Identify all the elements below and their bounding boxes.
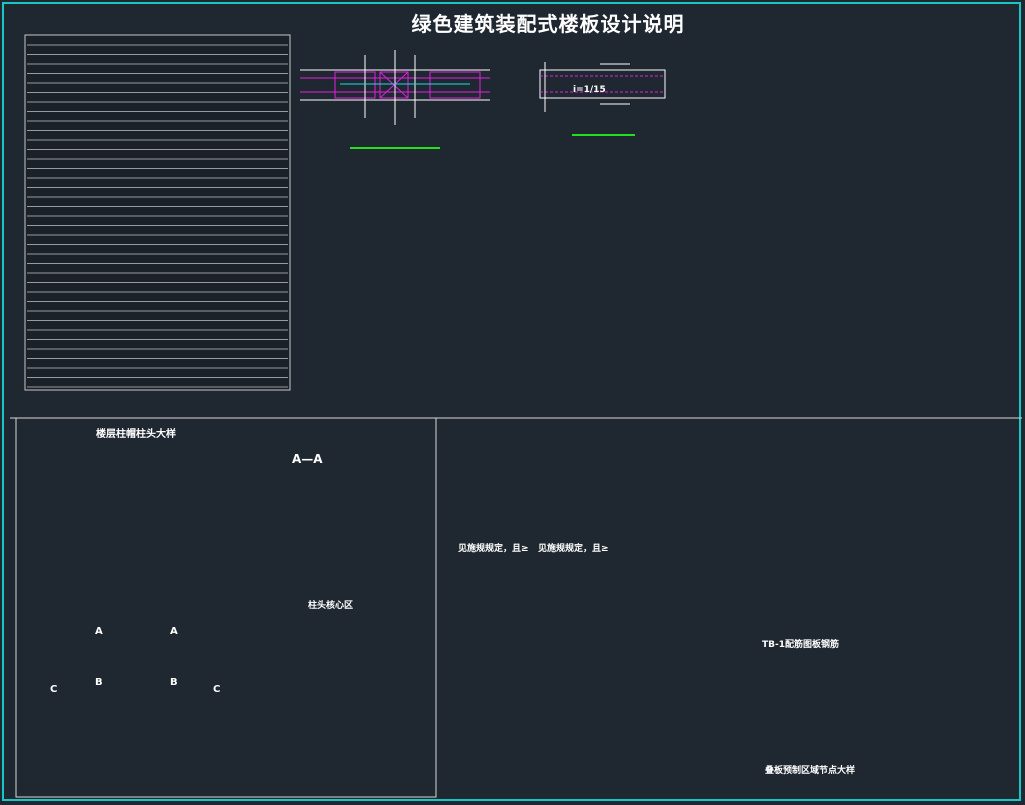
grid-label-b-left: B [95,677,103,688]
drawing-title: 绿色建筑装配式楼板设计说明 [411,12,685,36]
label-detail-right: TB-1配筋图板钢筋 [762,640,839,650]
grid-label-c-left: C [50,684,58,695]
label-section-aa: A—A [292,452,323,466]
notes-block [24,34,291,391]
label-slope: i=1/15 [573,85,606,95]
grid-label-a-right: A [170,626,178,637]
panel-bottom-left [15,417,437,798]
grid-label-a-left: A [95,626,103,637]
label-detail-bottom-right: 叠板预制区域节点大样 [765,766,856,776]
grid-label-c-right: C [213,684,221,695]
label-note-left: 见施规规定，且≥ [458,544,529,554]
label-note-right: 见施规规定，且≥ [538,544,609,554]
grid-label-b-right: B [170,677,178,688]
label-detail-top-left: 楼层柱帽柱头大样 [96,429,176,440]
label-zone: 柱头核心区 [308,601,354,611]
detail-beam-joint [300,50,490,149]
detail-sloped-slab [539,62,666,136]
